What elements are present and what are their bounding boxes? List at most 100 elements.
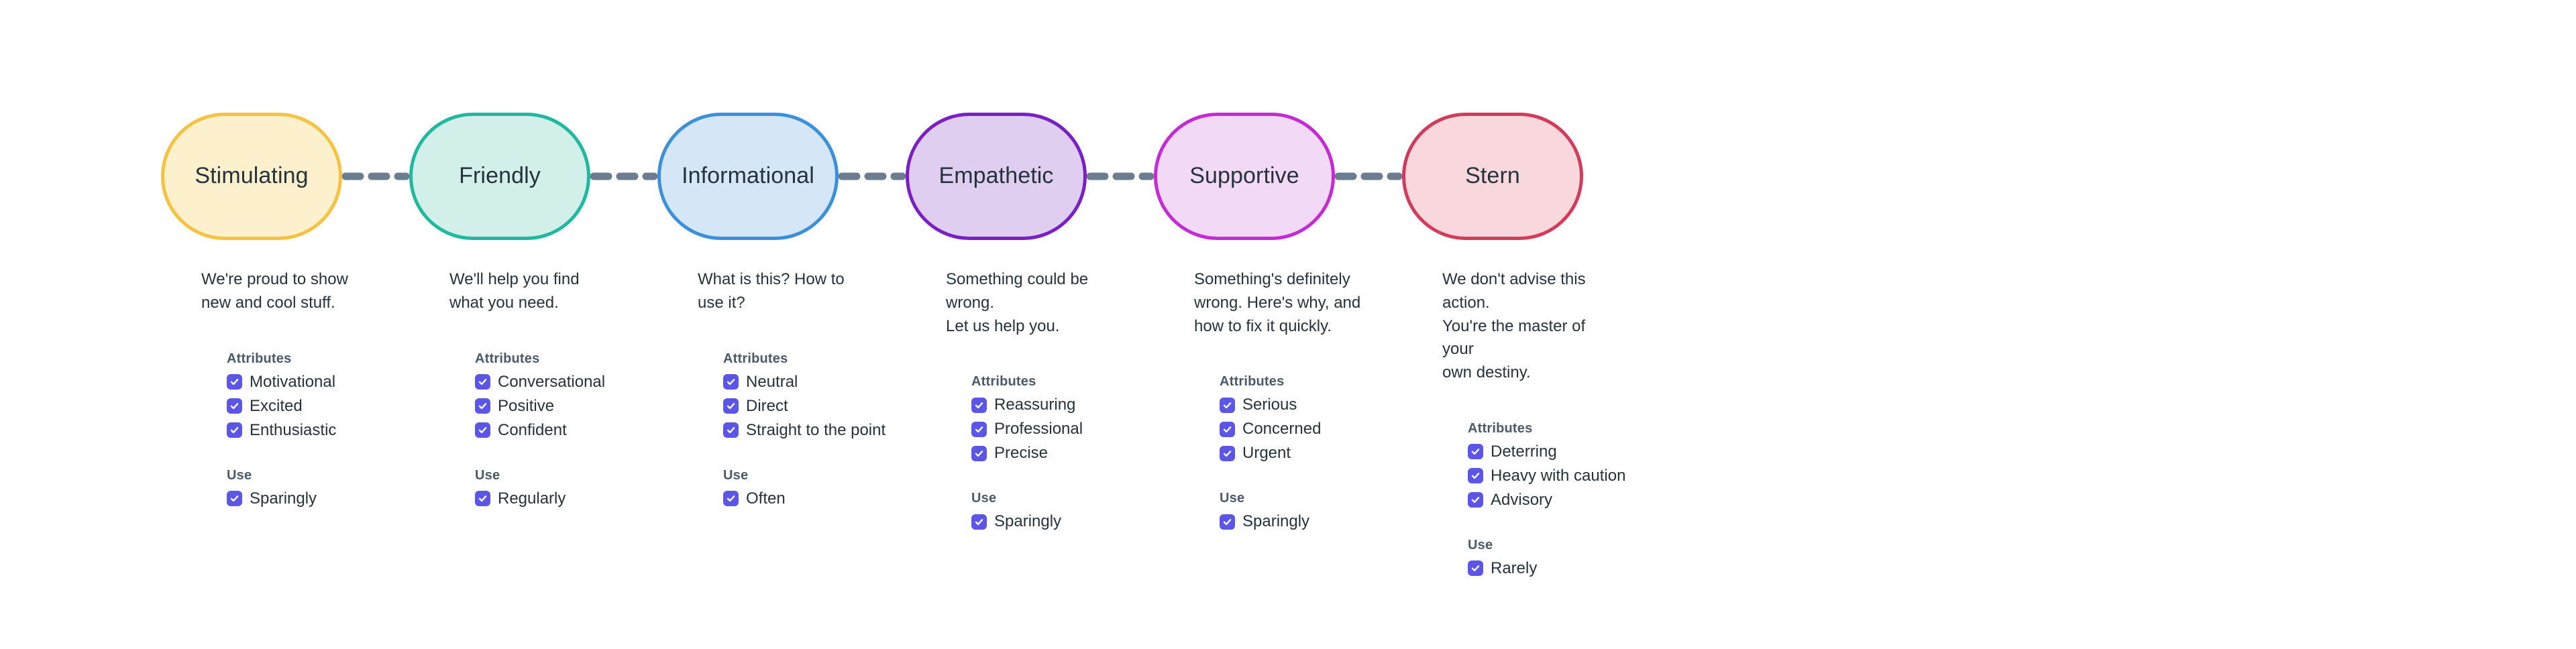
checkbox-checked-icon[interactable] [723,398,739,414]
checkbox-label: Enthusiastic [250,420,337,439]
checkbox-label: Deterring [1491,442,1557,461]
checkbox-checked-icon[interactable] [227,491,242,507]
checkbox-label: Confident [498,420,567,439]
checkbox-label: Heavy with caution [1491,466,1626,485]
checkbox-label: Conversational [498,372,606,391]
checkbox-row[interactable]: Advisory [1468,491,1669,510]
tone-pill[interactable]: Stern [1402,113,1583,240]
checkbox-label: Reassuring [994,396,1076,414]
checkbox-checked-icon[interactable] [1220,397,1235,413]
dashed-connector-icon [839,113,906,240]
checkbox-row[interactable]: Enthusiastic [227,421,428,440]
checkbox-checked-icon[interactable] [475,398,490,414]
checkbox-checked-icon[interactable] [475,374,490,390]
checkbox-row[interactable]: Urgent [1220,444,1421,463]
tone-pill-label: Empathetic [938,163,1054,189]
checkbox-row[interactable]: Heavy with caution [1468,467,1669,485]
tone-description: Something's definitely wrong. Here's why… [1194,270,1361,335]
attributes-heading: Attributes [227,351,292,366]
dashed-connector-icon [1087,113,1154,240]
checkbox-row[interactable]: Sparingly [971,512,1173,531]
checkbox-checked-icon[interactable] [971,445,987,461]
tone-pill[interactable]: Supportive [1154,113,1335,240]
checkbox-checked-icon[interactable] [971,421,987,437]
checkbox-row[interactable]: Neutral [723,373,924,392]
checkbox-checked-icon[interactable] [1468,492,1483,508]
checkbox-label: Neutral [746,372,798,391]
checkbox-row[interactable]: Confident [475,421,676,440]
checkbox-label: Often [746,489,786,508]
checkbox-checked-icon[interactable] [475,422,490,438]
checkbox-checked-icon[interactable] [971,514,987,530]
checkbox-row[interactable]: Regularly [475,489,676,508]
checkbox-checked-icon[interactable] [227,374,242,390]
checkbox-label: Sparingly [994,512,1062,531]
tone-description: Something could be wrong. Let us help yo… [946,270,1089,335]
checkbox-checked-icon[interactable] [1468,560,1483,577]
checkbox-checked-icon[interactable] [227,422,242,438]
checkbox-row[interactable]: Serious [1220,396,1421,414]
checkbox-checked-icon[interactable] [227,398,242,414]
checkbox-row[interactable]: Positive [475,397,676,416]
checkbox-checked-icon[interactable] [1220,421,1235,437]
checkbox-label: Sparingly [250,489,317,508]
use-heading: Use [723,467,749,483]
use-heading: Use [1468,537,1493,552]
use-heading: Use [475,467,500,483]
tone-description: We're proud to show new and cool stuff. [201,270,348,312]
checkbox-row[interactable]: Sparingly [1220,512,1421,531]
tone-pill[interactable]: Empathetic [906,113,1087,240]
checkbox-checked-icon[interactable] [1220,445,1235,461]
checkbox-checked-icon[interactable] [1220,514,1235,530]
checkbox-row[interactable]: Excited [227,397,428,416]
checkbox-checked-icon[interactable] [723,422,739,438]
checkbox-label: Sparingly [1242,512,1310,531]
checkbox-row[interactable]: Rarely [1468,559,1669,578]
checkbox-label: Excited [250,396,303,415]
checkbox-checked-icon[interactable] [475,491,490,507]
checkbox-row[interactable]: Precise [971,444,1173,463]
checkbox-label: Precise [994,444,1049,463]
tone-description: We don't advise this action. You're the … [1442,270,1586,382]
checkbox-row[interactable]: Deterring [1468,442,1669,461]
tone-pill-label: Friendly [459,163,541,189]
checkbox-row[interactable]: Professional [971,420,1173,438]
checkbox-row[interactable]: Motivational [227,373,428,392]
tone-column-stern: Stern We don't advise this action. You're… [1402,113,1625,583]
checkbox-checked-icon[interactable] [971,397,987,413]
tone-pill-label: Supportive [1189,163,1299,189]
checkbox-row[interactable]: Concerned [1220,420,1421,438]
checkbox-row[interactable]: Direct [723,397,924,416]
checkbox-checked-icon[interactable] [1468,444,1483,460]
checkbox-label: Urgent [1242,444,1291,463]
checkbox-row[interactable]: Conversational [475,373,676,392]
checkbox-label: Regularly [498,489,566,508]
attributes-heading: Attributes [971,374,1036,390]
checkbox-row[interactable]: Often [723,489,924,508]
tone-pill[interactable]: Stimulating [161,113,342,240]
checkbox-checked-icon[interactable] [723,491,739,507]
attributes-heading: Attributes [723,351,788,366]
checkbox-row[interactable]: Reassuring [971,396,1173,414]
checkbox-row[interactable]: Straight to the point [723,421,924,440]
checkbox-row[interactable]: Sparingly [227,489,428,508]
tone-pill[interactable]: Friendly [409,113,590,240]
use-heading: Use [971,491,997,506]
checkbox-label: Motivational [250,372,336,391]
use-heading: Use [1220,491,1245,506]
checkbox-checked-icon[interactable] [1468,468,1483,484]
tone-pill[interactable]: Informational [657,113,839,240]
checkbox-checked-icon[interactable] [723,374,739,390]
